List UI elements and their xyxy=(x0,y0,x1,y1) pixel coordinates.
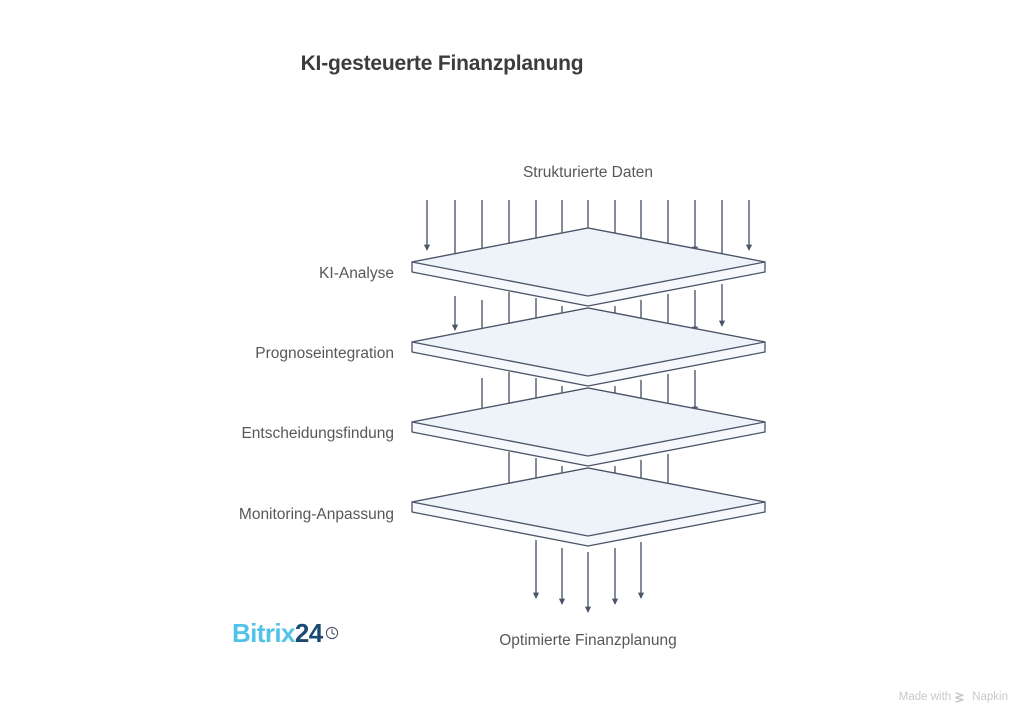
page-title: KI-gesteuerte Finanzplanung xyxy=(300,52,584,75)
output-label: Optimierte Finanzplanung xyxy=(499,632,677,649)
made-with-text: Made with xyxy=(898,691,952,703)
layer-plate-monitoring-anpassung xyxy=(411,467,766,547)
layer-label-entscheidungsfindung: Entscheidungsfindung xyxy=(241,425,394,442)
input-label: Strukturierte Daten xyxy=(522,164,654,181)
layer-plate-prognoseintegration xyxy=(411,307,766,387)
layer-label-monitoring-anpassung: Monitoring-Anpassung xyxy=(238,506,394,523)
output-arrow-group xyxy=(532,540,645,613)
clock-icon xyxy=(325,626,339,640)
layer-plate-ki-analyse xyxy=(411,227,766,307)
napkin-product-name: Napkin xyxy=(972,691,1008,703)
layer-label-ki-analyse: KI-Analyse xyxy=(319,265,394,282)
made-with-badge[interactable]: Made with Napkin xyxy=(899,691,1008,703)
layer-label-prognoseintegration: Prognoseintegration xyxy=(255,345,394,362)
logo-text-24: 24 xyxy=(294,618,323,648)
logo-text-bitrix: Bitrix xyxy=(232,618,295,648)
napkin-logo-icon xyxy=(955,691,968,703)
layer-plate-entscheidungsfindung xyxy=(411,387,766,467)
